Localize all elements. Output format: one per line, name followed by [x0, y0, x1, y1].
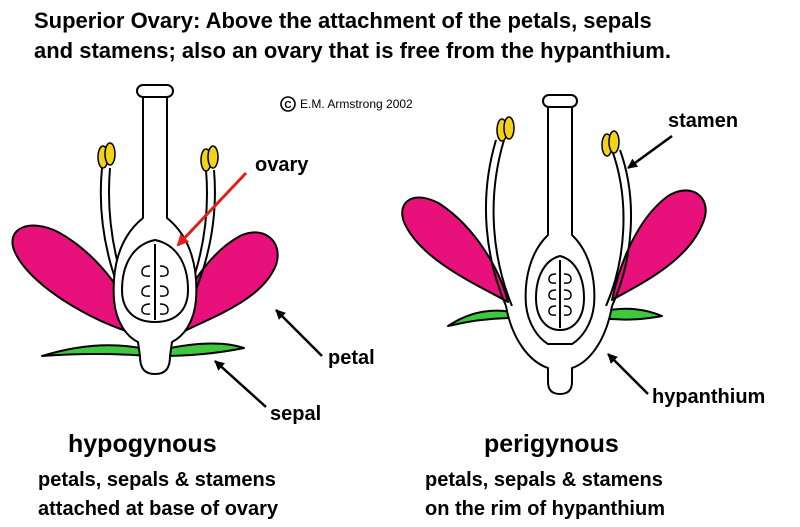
right-sepal-left [447, 309, 515, 327]
label-hypanthium: hypanthium [652, 386, 766, 408]
svg-text:C: C [284, 100, 291, 111]
right-stamen-left-filament-2 [492, 139, 513, 307]
left-anther-left [97, 142, 116, 169]
copyright-text: E.M. Armstrong 2002 [300, 97, 413, 111]
label-stamen: stamen [668, 110, 739, 132]
left-stigma [136, 84, 174, 98]
hypogynous-flower [11, 84, 279, 375]
right-stamen-right-filament-2 [611, 149, 632, 307]
right-petal-left [401, 196, 509, 303]
right-flower-name: perigynous [484, 430, 619, 458]
left-sepal-left [41, 344, 151, 357]
left-anther-right [200, 145, 219, 172]
right-petal-right [611, 189, 707, 301]
left-pistil [112, 94, 198, 375]
title-line-2: and stamens; also an ovary that is free … [34, 38, 671, 63]
right-stigma [542, 94, 578, 108]
left-caption-line-1: petals, sepals & stamens [38, 469, 276, 491]
right-caption-line-2: on the rim of hypanthium [425, 498, 665, 520]
right-stamen-left-filament [485, 139, 507, 307]
perigynous-flower [401, 94, 707, 395]
petal-arrow [275, 309, 323, 357]
right-caption-line-1: petals, sepals & stamens [425, 469, 663, 491]
left-ovules [141, 265, 169, 315]
title-line-1: Superior Ovary: Above the attachment of … [34, 8, 652, 33]
ovary-arrow [176, 171, 248, 247]
hypanthium-arrow [607, 353, 649, 395]
right-anther-left [496, 116, 515, 142]
left-flower-name: hypogynous [68, 430, 217, 458]
stamen-arrow [627, 134, 673, 170]
copyright-symbol: C [280, 96, 296, 112]
label-ovary: ovary [255, 154, 309, 176]
left-caption-line-2: attached at base of ovary [38, 498, 279, 520]
sepal-arrow [214, 360, 267, 408]
label-sepal: sepal [270, 403, 322, 425]
label-petal: petal [328, 347, 375, 369]
right-ovules [548, 273, 572, 316]
right-sepal-right [599, 307, 663, 321]
right-anther-right [601, 130, 620, 157]
left-sepal-right [159, 342, 245, 357]
right-stamen-right-filament [605, 149, 625, 307]
